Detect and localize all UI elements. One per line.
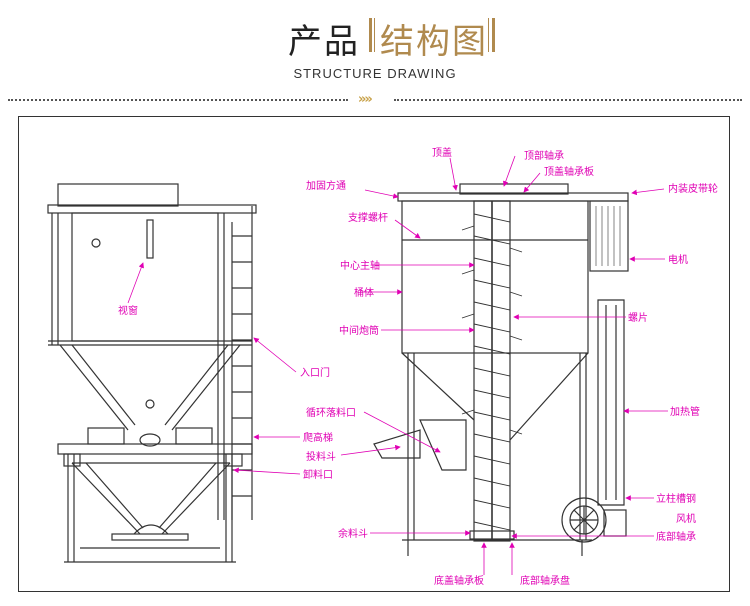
title-divider-right-thin: [488, 18, 489, 52]
chevron-icon: »»: [358, 92, 373, 107]
page-header: 产品 结构图 STRUCTURE DRAWING »»: [0, 0, 750, 110]
heating-tube: [597, 299, 625, 506]
label-discharge: 卸料口: [303, 468, 333, 481]
right-machine: [373, 183, 629, 556]
title-accent: 结构图: [380, 22, 488, 62]
dotted-divider-right: [394, 99, 742, 101]
motor: [589, 200, 629, 272]
label-feed-hopper: 投料斗: [306, 450, 336, 463]
title-main: 产品: [288, 22, 360, 62]
left-machine: [47, 183, 257, 563]
circulation-port: [419, 419, 467, 471]
label-support-rod: 支撑螺杆: [348, 211, 388, 224]
label-top-cover-bearing-plate: 顶盖轴承板: [544, 165, 594, 178]
label-barrel: 桶体: [354, 286, 374, 299]
sight-window: [146, 219, 154, 259]
title-divider-thin: [374, 18, 375, 52]
ladder: [231, 206, 253, 520]
label-bottom-bearing-plate: 底部轴承盘: [520, 574, 570, 587]
label-middle-cannon-tube: 中间炮筒: [339, 324, 379, 337]
label-fan: 风机: [676, 512, 696, 525]
label-inlet-door: 入口门: [300, 366, 330, 379]
label-surplus-hopper: 余料斗: [338, 527, 368, 540]
left-top-box: [57, 183, 179, 207]
label-column-channel: 立柱槽钢: [656, 492, 696, 505]
subtitle: STRUCTURE DRAWING: [293, 66, 457, 81]
title-divider-right: [492, 18, 495, 52]
label-top-bearing: 顶部轴承: [524, 149, 564, 162]
label-heating-tube: 加热管: [670, 405, 700, 418]
label-ladder: 爬高梯: [303, 431, 333, 444]
title-divider-left: [369, 18, 372, 52]
label-blade: 螺片: [628, 311, 648, 324]
left-body: [71, 212, 219, 342]
left-bolt: [91, 238, 101, 248]
spiral-blades: [461, 213, 523, 531]
left-annotations: 视窗 入口门 爬高梯 卸料口: [118, 262, 333, 481]
label-circulation-port: 循环落料口: [306, 406, 356, 419]
label-top-cover: 顶盖: [432, 146, 452, 159]
label-motor: 电机: [668, 253, 688, 266]
drawing-frame: [18, 116, 730, 592]
label-reinforced-square-tube: 加固方通: [306, 179, 346, 192]
label-bottom-bearing: 底部轴承: [656, 530, 696, 543]
label-center-shaft: 中心主轴: [340, 259, 380, 272]
label-sight-window: 视窗: [118, 304, 138, 317]
feed-hopper: [373, 429, 421, 459]
label-bottom-cover-bearing-plate: 底盖轴承板: [434, 574, 484, 587]
dotted-divider-left: [8, 99, 348, 101]
right-annotations: [340, 155, 668, 575]
label-inner-pulley: 内装皮带轮: [668, 182, 718, 195]
